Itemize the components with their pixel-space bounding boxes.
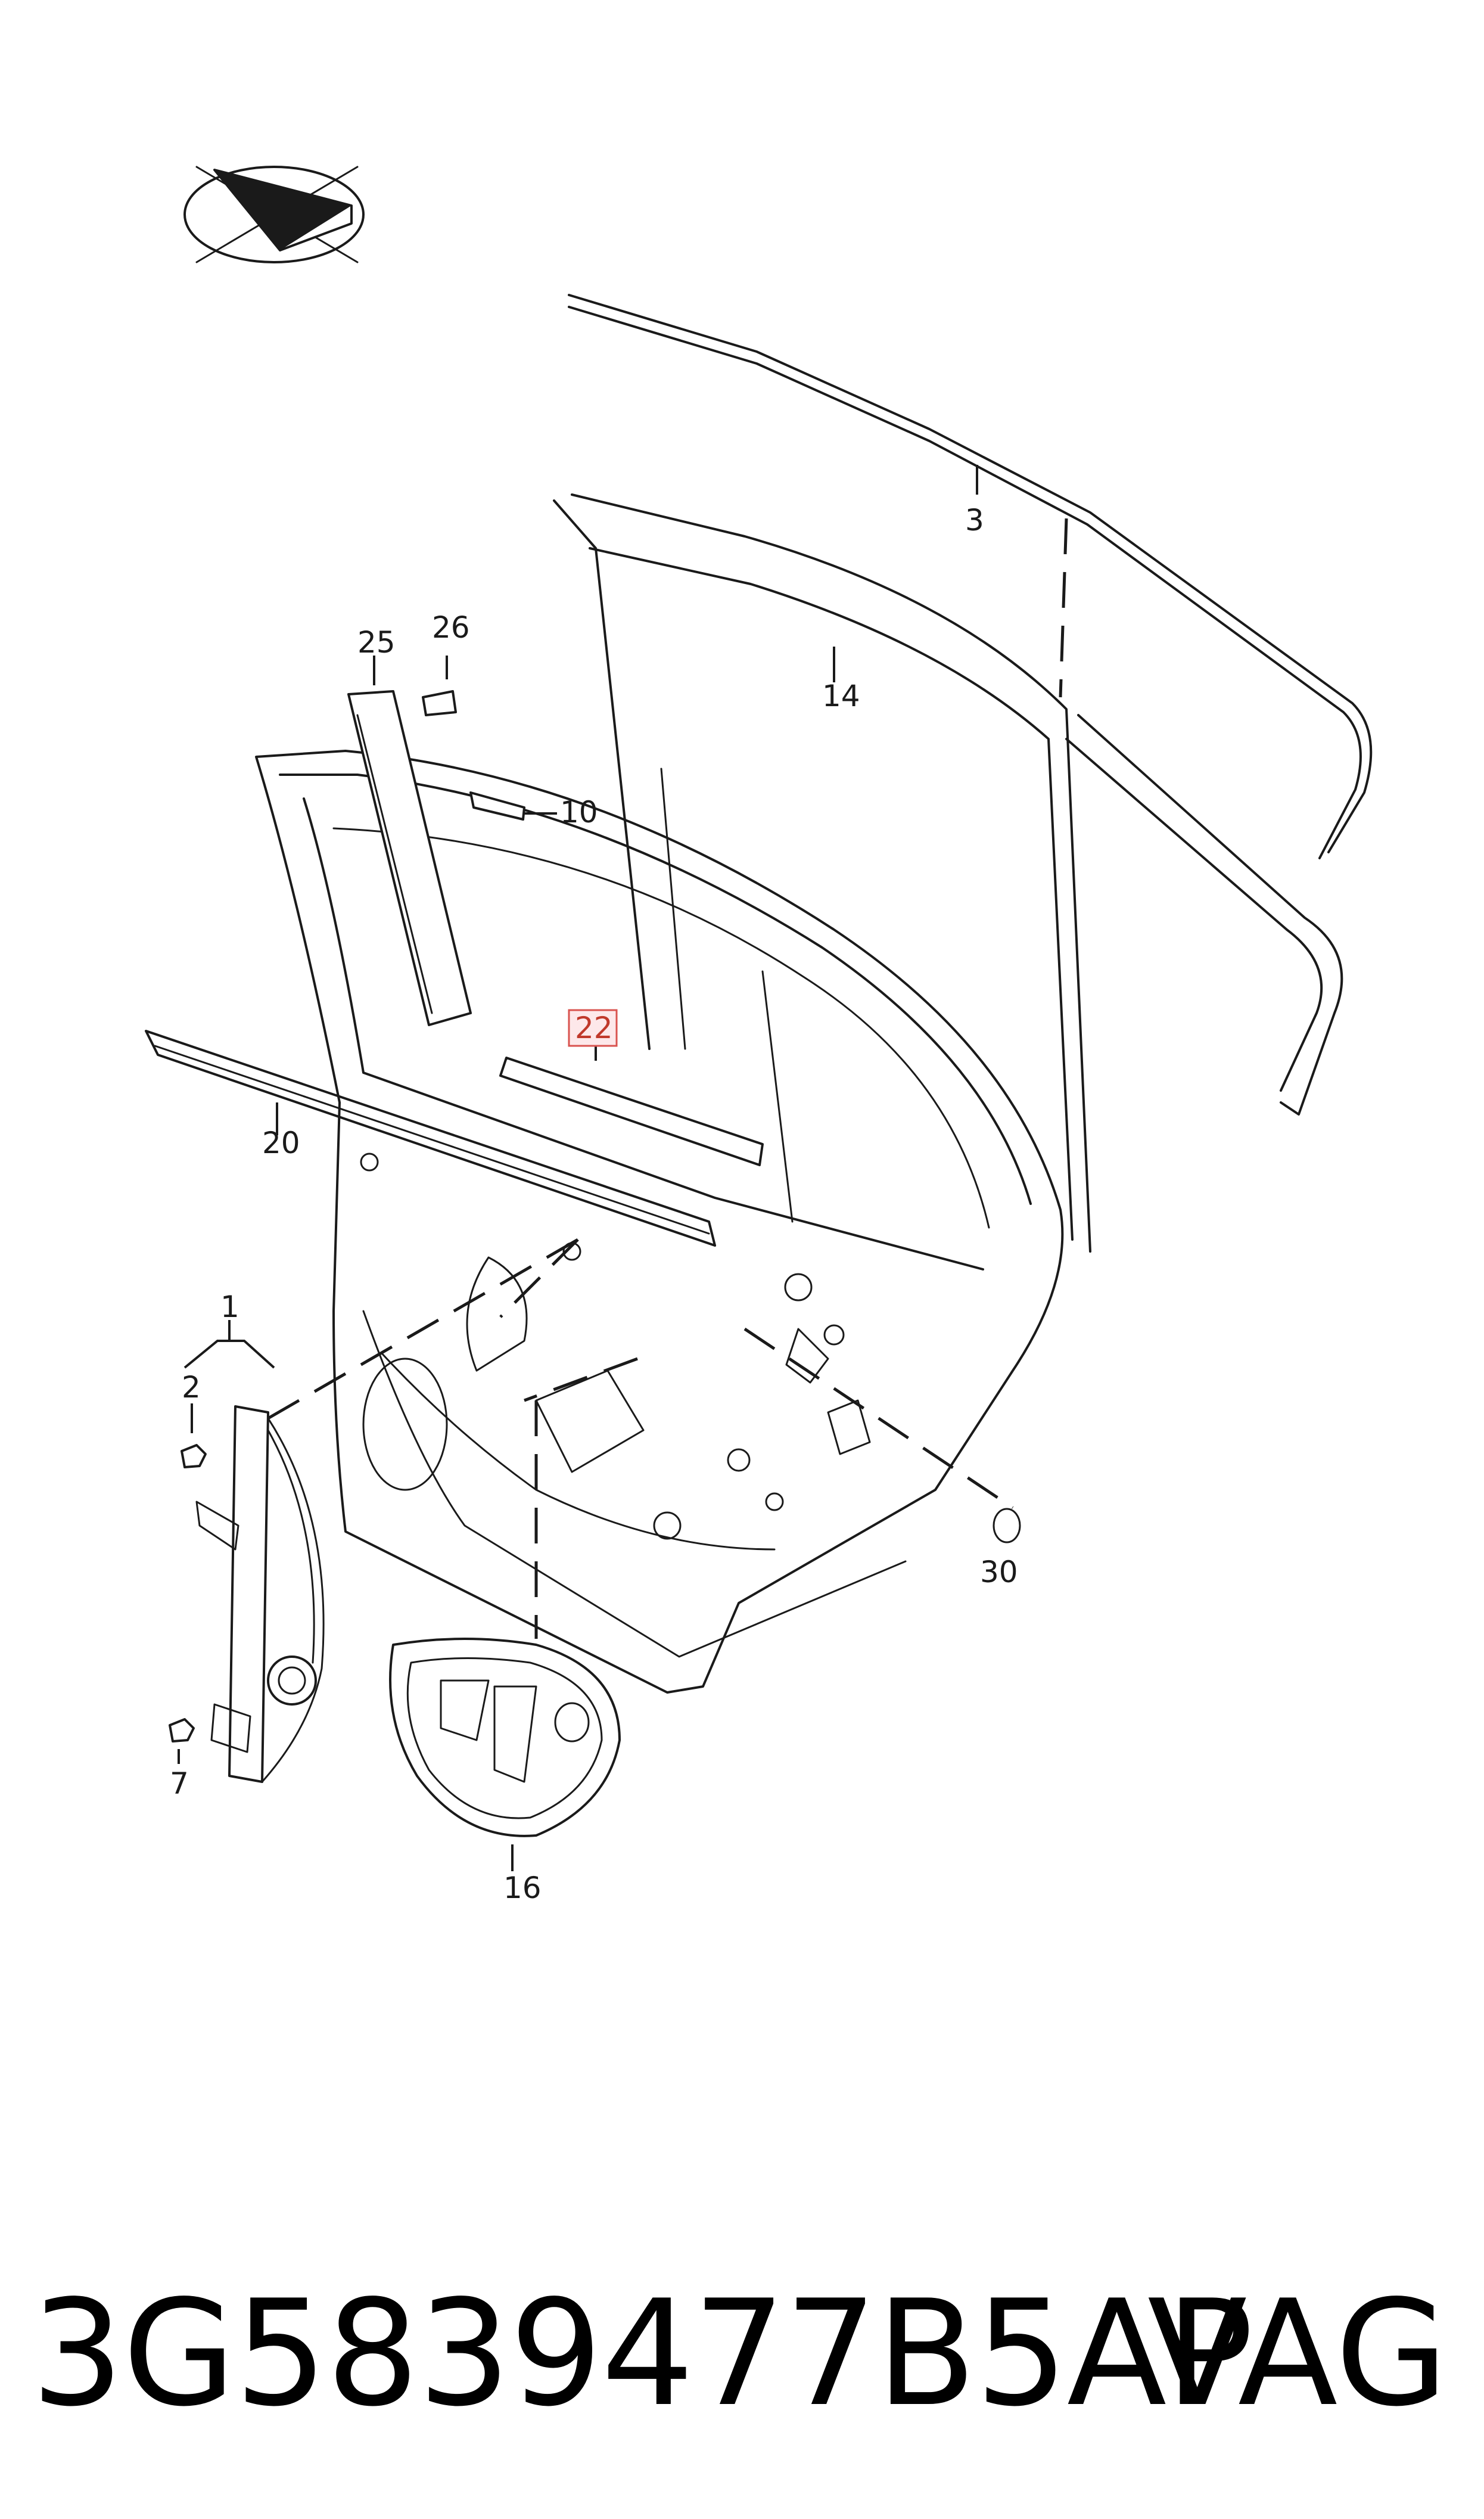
orientation-arrow-icon	[183, 166, 365, 263]
part-3-nut	[169, 1718, 195, 1764]
part-25-pillar-trim	[347, 656, 472, 1026]
callout-label-25: 25	[357, 625, 396, 660]
part-10-label	[469, 791, 557, 821]
brand-name: VAG	[1147, 2269, 1448, 2439]
callout-label-14: 14	[822, 679, 860, 713]
callout-label-26: 26	[432, 610, 470, 645]
callout-label-1: 1	[220, 1290, 239, 1324]
callout-label-2: 2	[182, 1370, 201, 1405]
part-26-clip	[422, 656, 457, 716]
part-2-nut	[181, 1403, 207, 1468]
callout-label-20: 20	[262, 1126, 300, 1160]
footer: 3G5839477B5AP VAG	[0, 2265, 1484, 2443]
callout-label-16: 3	[965, 503, 984, 538]
callout-label-10: 10	[560, 795, 598, 830]
callout-labels: 3 14 25 26 10 22 20 1 2 7 30 16	[170, 503, 1018, 1905]
part-22-inner-strip	[499, 1040, 764, 1166]
part-7-membrane	[389, 1638, 621, 1871]
part-16-roof-seal	[568, 294, 1373, 859]
callout-label-3: 7	[170, 1766, 189, 1801]
callout-highlight-22	[568, 1009, 618, 1047]
callout-label-22: 22	[575, 1011, 613, 1045]
part-1-window-regulator	[183, 1320, 325, 1783]
callout-label-30: 30	[980, 1555, 1018, 1589]
part-number: 3G5839477B5AP	[31, 2269, 1253, 2439]
part-20-window-strip	[145, 1030, 716, 1247]
part-30-plug	[993, 1508, 1021, 1543]
callout-label-7: 16	[503, 1871, 542, 1905]
part-14-door-seal	[553, 493, 1343, 1253]
assembly-leaders	[267, 1238, 1014, 1639]
